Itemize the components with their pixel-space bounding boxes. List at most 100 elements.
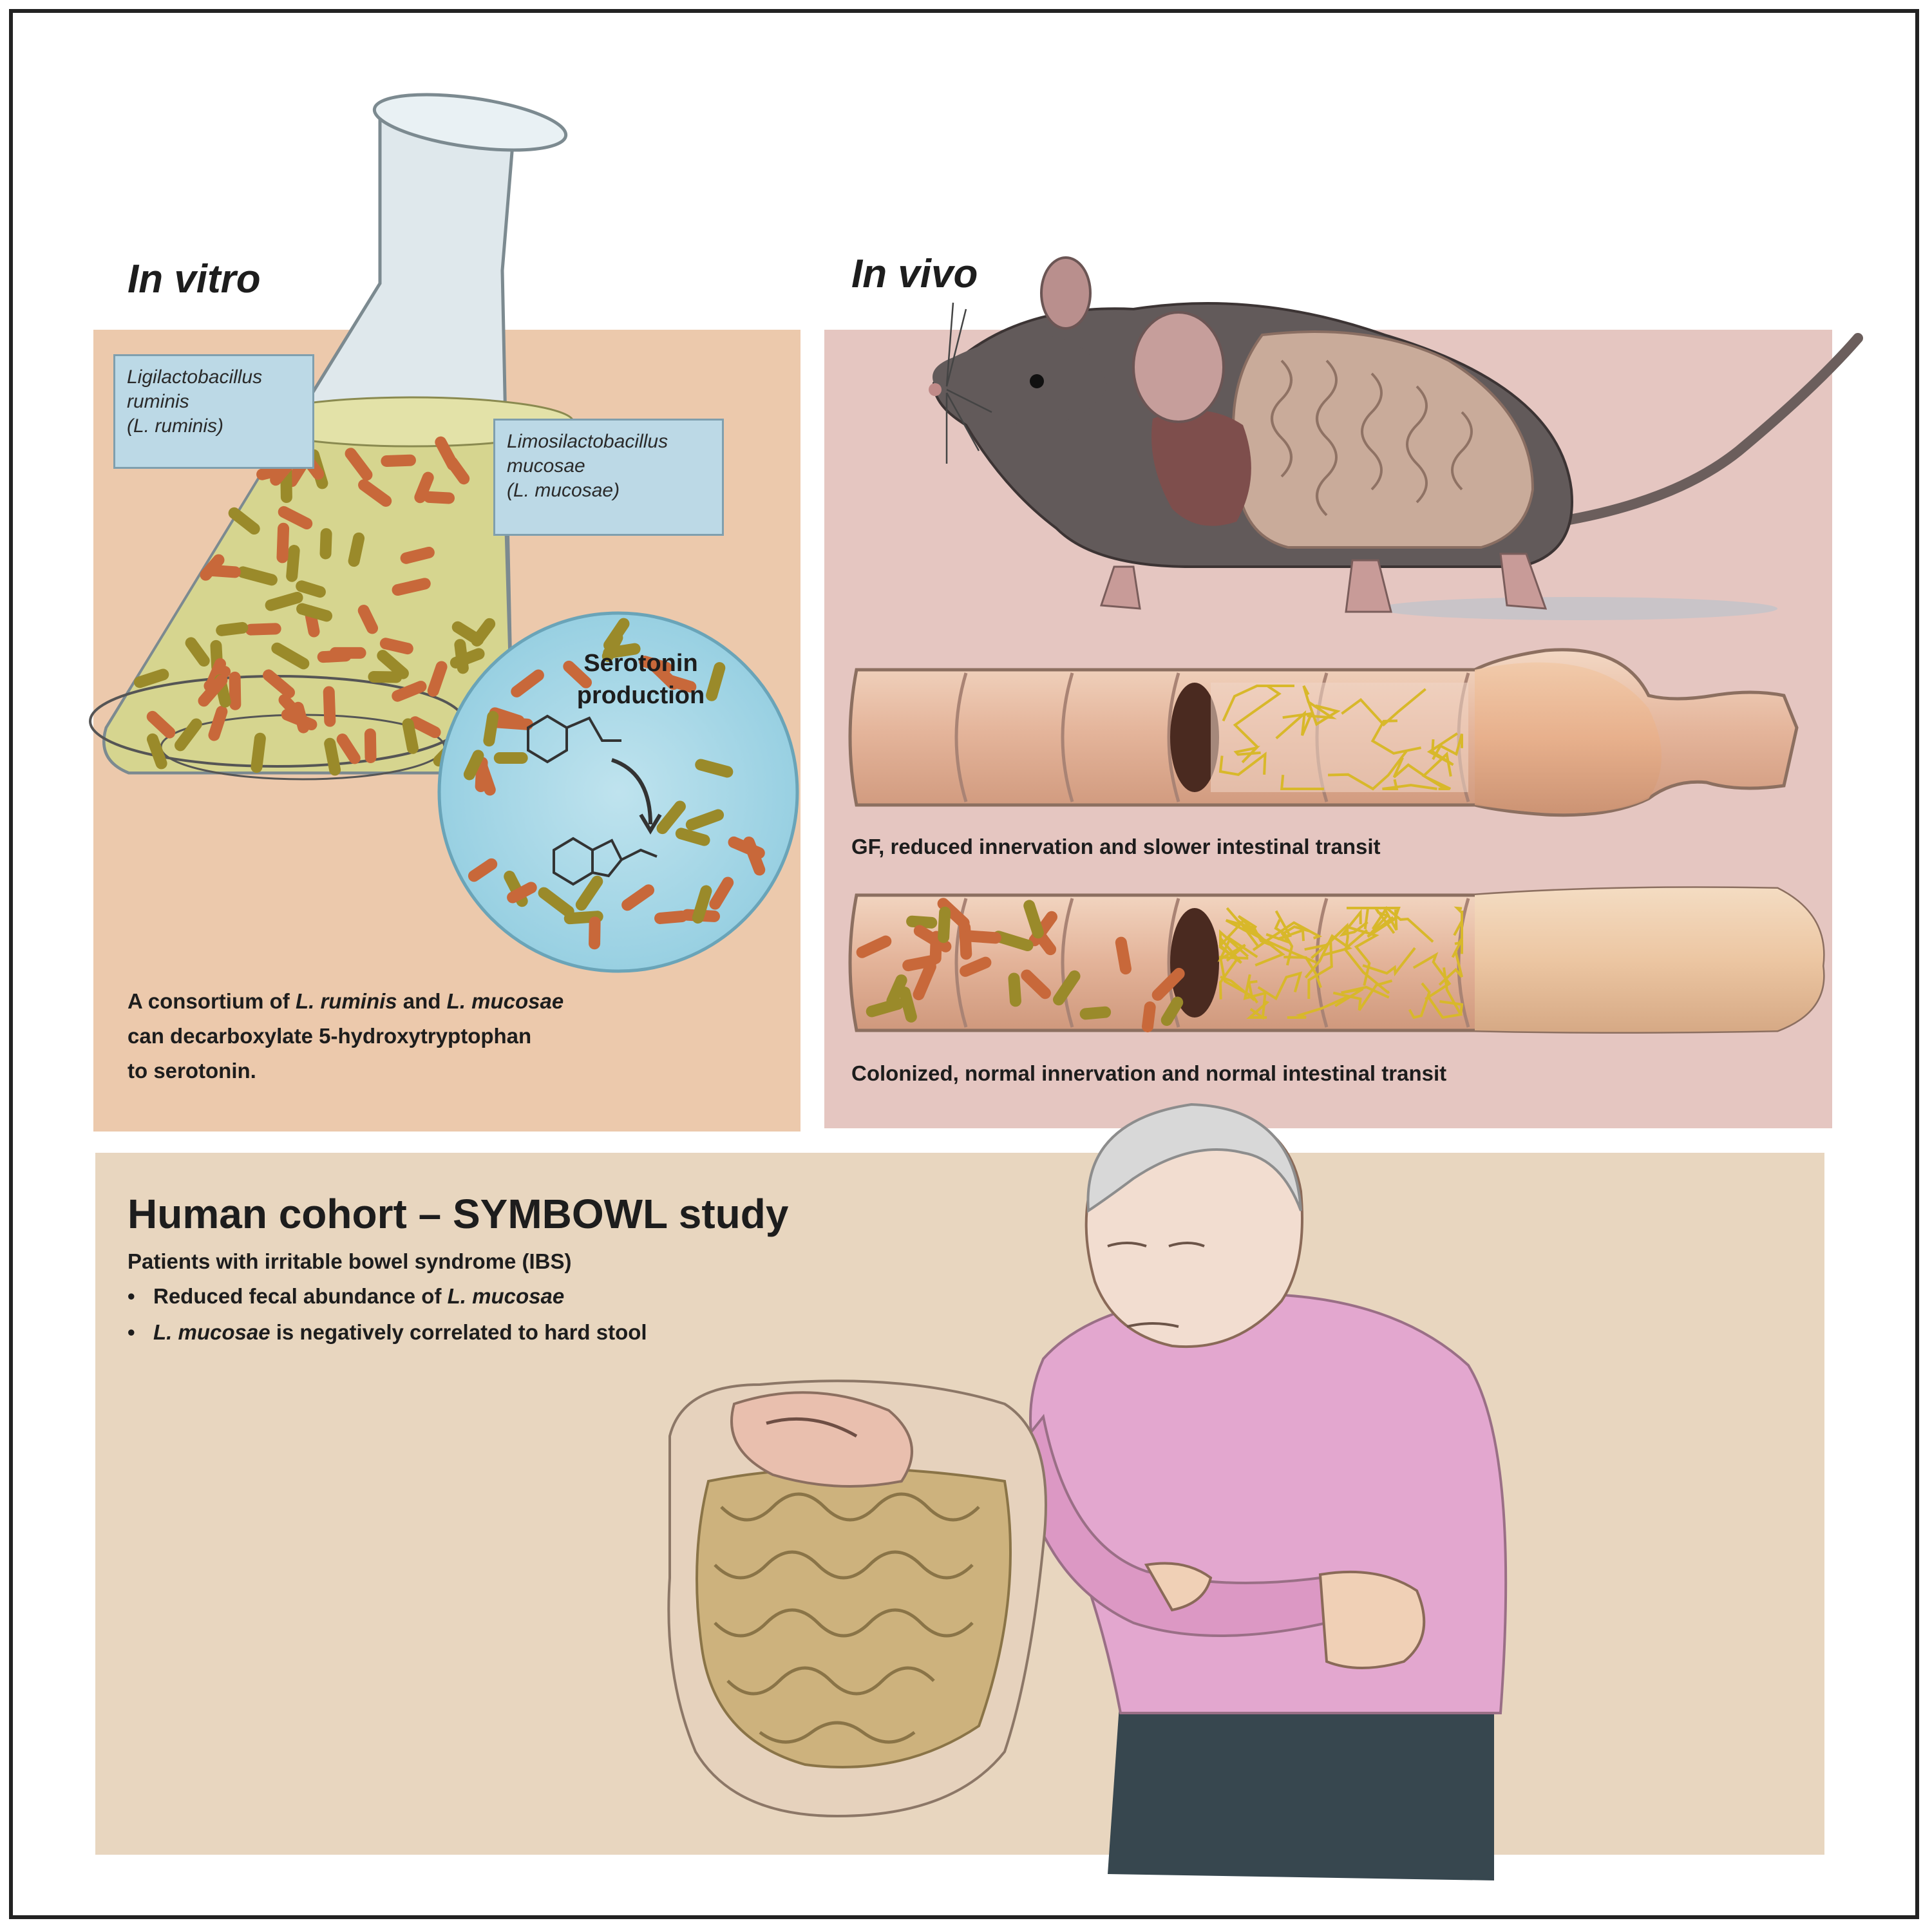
bacterium-rod <box>245 623 281 636</box>
caption-line-1: A consortium of L. ruminis and L. mucosa… <box>128 984 564 1019</box>
in-vitro-heading: In vitro <box>128 257 261 301</box>
bacterium-rod <box>963 930 1001 944</box>
bacterium-rod <box>175 718 202 752</box>
bacterium-rod <box>409 716 441 739</box>
bacterium-rod <box>654 910 688 924</box>
bacterium-rod <box>402 718 419 754</box>
bullet-mark: • <box>128 1320 135 1344</box>
germ-free-caption: GF, reduced innervation and slower intes… <box>851 835 1381 858</box>
bacterium-rod <box>377 650 409 679</box>
bacterium-rod <box>146 710 176 739</box>
bacterium-rod <box>468 858 498 882</box>
finding-bullet-1: •Reduced fecal abundance of L. mucosae <box>128 1284 564 1309</box>
bacterium-rod <box>251 732 266 773</box>
bacterium-rod <box>423 491 455 504</box>
bacterium-rod <box>146 733 167 770</box>
bacterium-rod <box>489 707 525 727</box>
bacterium-rod <box>1151 967 1185 1001</box>
bacterium-rod <box>463 750 484 781</box>
bacterium-rod <box>392 578 431 596</box>
caption-line-2: can decarboxylate 5-hydroxytryptophan <box>128 1024 532 1048</box>
mouse-illustration <box>929 256 1863 620</box>
bacterium-rod <box>368 670 402 683</box>
nerve-fiber <box>1368 907 1396 936</box>
bacterium-rod <box>507 882 537 904</box>
nerve-fiber <box>1334 985 1390 1007</box>
label-line: ruminis <box>127 391 189 412</box>
in-vitro-caption: A consortium of L. ruminis and L. mucosa… <box>128 984 564 1088</box>
bacterium-rod <box>185 637 210 667</box>
bacterium-rod <box>906 915 938 929</box>
nerve-fiber <box>1426 732 1458 766</box>
bacterium-rod <box>1160 996 1184 1027</box>
bacterium-rod <box>204 658 227 693</box>
bacterium-rod <box>866 998 904 1018</box>
bacterium-rod <box>1023 900 1044 939</box>
in-vivo-heading: In vivo <box>851 252 978 296</box>
bullet-text: Reduced fecal abundance of <box>153 1284 448 1308</box>
bullet-text: is negatively correlated to hard stool <box>270 1320 647 1344</box>
bacterium-rod <box>427 661 448 697</box>
bacterium-rod <box>237 566 278 586</box>
bacterium-rod <box>336 734 361 764</box>
bacterium-rod <box>319 528 332 560</box>
bacterium-rod <box>400 546 435 564</box>
label-line: (L. ruminis) <box>127 415 224 437</box>
bacterium-rod <box>329 647 366 659</box>
nerve-fiber <box>1280 775 1324 790</box>
bacterium-rod <box>364 728 377 763</box>
gut-tube-germ-free <box>848 648 1799 817</box>
label-box-l-ruminis: Ligilactobacillus ruminis (L. ruminis) <box>113 354 314 469</box>
human-cohort-title: Human cohort – SYMBOWL study <box>128 1191 789 1237</box>
nerve-fiber <box>1275 710 1314 740</box>
bacterium-rod <box>323 686 336 727</box>
bacterium-rod <box>228 507 260 535</box>
nerve-fiber <box>1237 914 1317 964</box>
bacterium-rod <box>886 974 907 1007</box>
bacterium-rod <box>685 809 724 831</box>
label-line: Ligilactobacillus <box>127 366 263 388</box>
nerve-fiber <box>1233 746 1261 764</box>
bacterium-rod <box>1008 972 1021 1007</box>
bacterium-rod <box>692 885 712 924</box>
nerve-fiber <box>1218 752 1267 777</box>
bacterium-rod <box>296 580 326 598</box>
bacterium-rod <box>706 662 726 701</box>
bacterium-rod <box>414 471 434 504</box>
bacterium-rod <box>695 759 734 778</box>
bacterium-rod <box>435 436 459 471</box>
nerve-fiber <box>1265 925 1310 945</box>
caption-species: L. ruminis <box>295 989 397 1013</box>
bacterium-rod <box>324 737 341 776</box>
bacterium-rod <box>471 618 496 647</box>
bacterium-rod <box>345 448 373 481</box>
bullet-mark: • <box>128 1284 135 1308</box>
serotonin-production-circle <box>437 611 799 973</box>
nerve-fiber <box>1438 950 1463 986</box>
bacterium-rod <box>292 701 310 734</box>
nerve-fiber <box>1283 956 1322 989</box>
nerve-fiber <box>1362 947 1416 977</box>
bacterium-rod <box>938 906 951 943</box>
nerve-fiber <box>1347 907 1377 930</box>
nerve-fiber <box>1220 975 1258 1002</box>
nerve-fiber <box>1233 685 1282 749</box>
bacterium-rod <box>198 674 228 707</box>
nerve-fiber <box>1307 938 1333 999</box>
bacterium-rod <box>381 454 416 467</box>
bullet-species: L. mucosae <box>153 1320 270 1344</box>
bacterium-rod <box>271 642 310 670</box>
nerve-fiber <box>1243 974 1267 1020</box>
nerve-fiber <box>1219 929 1249 964</box>
bacterium-rod <box>709 876 734 910</box>
bacterium-rod <box>263 669 295 699</box>
nerve-fiber <box>1274 910 1305 942</box>
patient-illustration <box>1016 1103 1508 1880</box>
human-cohort-subtitle: Patients with irritable bowel syndrome (… <box>128 1249 572 1273</box>
bacterium-rod <box>348 532 365 567</box>
bacterium-rod <box>960 956 992 977</box>
nerve-fiber <box>1341 688 1426 727</box>
bacterium-rod <box>483 710 499 747</box>
bacterium-rod <box>454 639 469 674</box>
nerve-fiber <box>1222 685 1294 722</box>
